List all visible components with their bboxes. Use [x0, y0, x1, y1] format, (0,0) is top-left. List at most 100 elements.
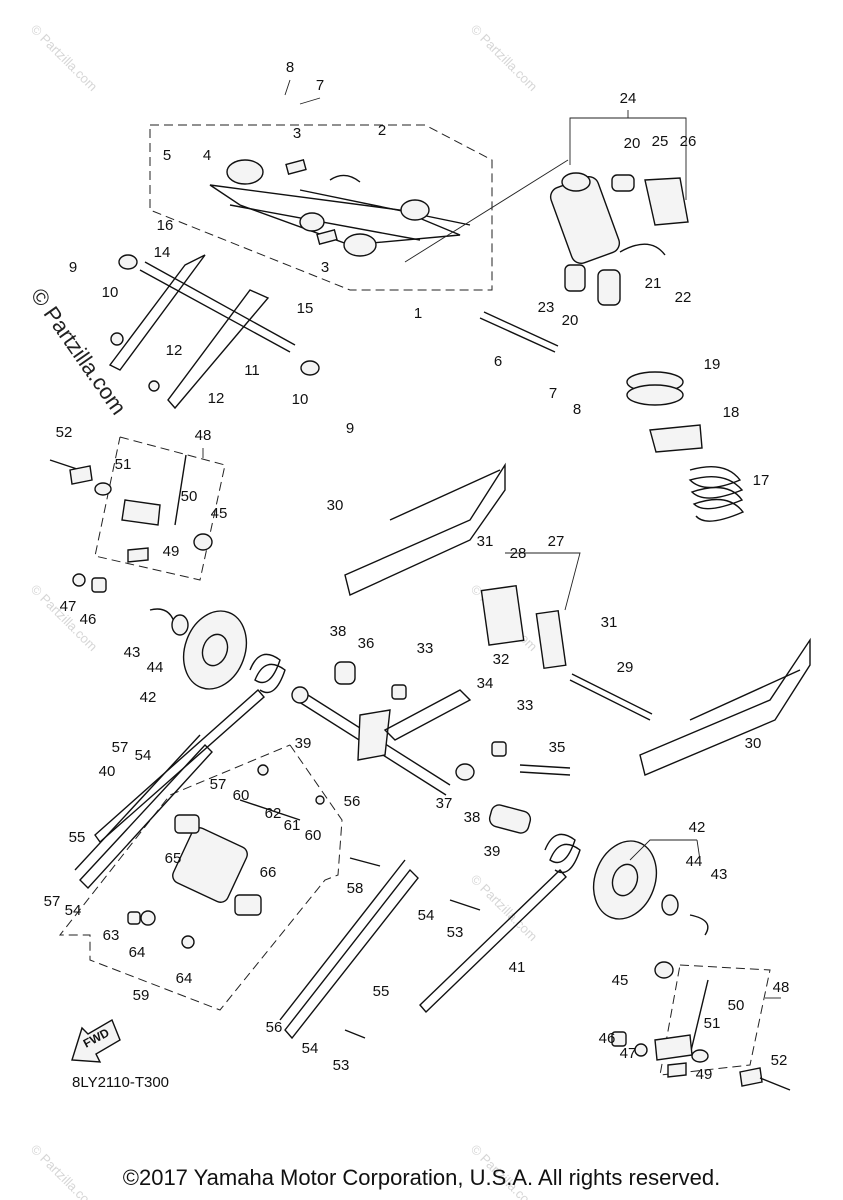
- callout-number: 31: [477, 533, 494, 550]
- callout-number: 50: [181, 488, 198, 505]
- idler-wheel-right: [592, 840, 709, 936]
- callout-number: 30: [327, 497, 344, 514]
- assembly-outlines: [58, 124, 771, 1076]
- callout-number: 1: [414, 305, 422, 322]
- callout-number: 12: [208, 390, 225, 407]
- callout-number: 66: [260, 864, 277, 881]
- callout-number: 3: [293, 125, 301, 142]
- rear-link-assembly: [74, 734, 481, 1040]
- callout-number: 61: [284, 817, 301, 834]
- diagram-code: 8LY2110-T300: [72, 1074, 169, 1091]
- callout-number: 54: [65, 902, 82, 919]
- callout-number: 40: [99, 763, 116, 780]
- callout-number: 14: [154, 244, 171, 261]
- torsion-spring-left: [94, 653, 286, 844]
- callout-number: 49: [696, 1066, 713, 1083]
- callout-number: 15: [297, 300, 314, 317]
- callout-number: 29: [617, 659, 634, 676]
- callout-number: 57: [44, 893, 61, 910]
- callout-number: 28: [510, 545, 527, 562]
- callout-number: 11: [244, 362, 260, 379]
- callout-number: 60: [233, 787, 250, 804]
- callout-number: 48: [195, 427, 212, 444]
- callout-number: 62: [265, 805, 282, 822]
- callout-number: 7: [549, 385, 557, 402]
- callout-number: 54: [135, 747, 152, 764]
- callout-number: 17: [753, 472, 770, 489]
- watermark-side-text: © Partzilla.com: [26, 284, 132, 420]
- watermark-text: © Partzilla.com: [28, 22, 101, 95]
- idler-wheel-left: [149, 608, 248, 690]
- callout-number: 55: [69, 829, 86, 846]
- callout-number: 34: [477, 675, 494, 692]
- callout-number: 54: [418, 907, 435, 924]
- callout-number: 32: [493, 651, 510, 668]
- callout-number: 9: [69, 259, 77, 276]
- callout-number: 38: [464, 809, 481, 826]
- right-pivot-group: [611, 961, 791, 1091]
- callout-number: 59: [133, 987, 150, 1004]
- callout-number: 64: [176, 970, 193, 987]
- callout-number: 65: [165, 850, 182, 867]
- callout-number: 46: [599, 1030, 616, 1047]
- callout-number: 63: [103, 927, 120, 944]
- watermark-layer: © Partzilla.com © Partzilla.com © Partzi…: [26, 22, 541, 1200]
- callout-number: 18: [723, 404, 740, 421]
- callout-number: 3: [321, 259, 329, 276]
- callout-number: 23: [538, 299, 555, 316]
- callout-number: 47: [620, 1045, 637, 1062]
- callout-number: 57: [112, 739, 129, 756]
- leader-lines: [202, 79, 781, 999]
- callout-number: 42: [689, 819, 706, 836]
- callout-number: 56: [344, 793, 361, 810]
- callout-number: 10: [102, 284, 119, 301]
- callout-number: 20: [562, 312, 579, 329]
- callout-number: 51: [704, 1015, 721, 1032]
- callout-number: 8: [573, 401, 581, 418]
- callout-number: 47: [60, 598, 77, 615]
- callout-number: 30: [745, 735, 762, 752]
- callout-number: 38: [330, 623, 347, 640]
- callout-number: 52: [56, 424, 73, 441]
- callout-number: 37: [436, 795, 453, 812]
- callout-number: 4: [203, 147, 211, 164]
- torsion-spring-right: [419, 833, 581, 1014]
- callout-number: 31: [601, 614, 618, 631]
- callout-number: 8: [286, 59, 294, 76]
- callout-number: 57: [210, 776, 227, 793]
- callout-number: 46: [80, 611, 97, 628]
- front-arm-assembly: [209, 158, 471, 257]
- callout-number: 9: [346, 420, 354, 437]
- callout-number: 64: [129, 944, 146, 961]
- callout-number: 60: [305, 827, 322, 844]
- callout-number: 33: [517, 697, 534, 714]
- callout-number: 51: [115, 456, 132, 473]
- callout-number: 16: [157, 217, 174, 234]
- callout-number: 55: [373, 983, 390, 1000]
- callout-number: 58: [347, 880, 364, 897]
- callout-number: 56: [266, 1019, 283, 1036]
- callout-number: 48: [773, 979, 790, 996]
- rear-arm-assembly: [291, 661, 571, 834]
- callout-number: 54: [302, 1040, 319, 1057]
- callout-number: 36: [358, 635, 375, 652]
- callout-number: 44: [686, 853, 703, 870]
- callout-number: 26: [680, 133, 697, 150]
- callout-number: 45: [612, 972, 629, 989]
- callout-number: 52: [771, 1052, 788, 1069]
- callout-number: 25: [652, 133, 669, 150]
- callout-number: 12: [166, 342, 183, 359]
- callout-number: 35: [549, 739, 566, 756]
- callout-number: 43: [711, 866, 728, 883]
- callout-number: 5: [163, 147, 171, 164]
- callout-number: 24: [620, 90, 637, 107]
- watermark-text: © Partzilla.com: [468, 22, 541, 95]
- callout-number: 6: [494, 353, 502, 370]
- callout-number: 21: [645, 275, 662, 292]
- rear-shock-assembly: [549, 172, 745, 522]
- callout-number: 33: [417, 640, 434, 657]
- callout-number: 19: [704, 356, 721, 373]
- callout-number: 7: [316, 77, 324, 94]
